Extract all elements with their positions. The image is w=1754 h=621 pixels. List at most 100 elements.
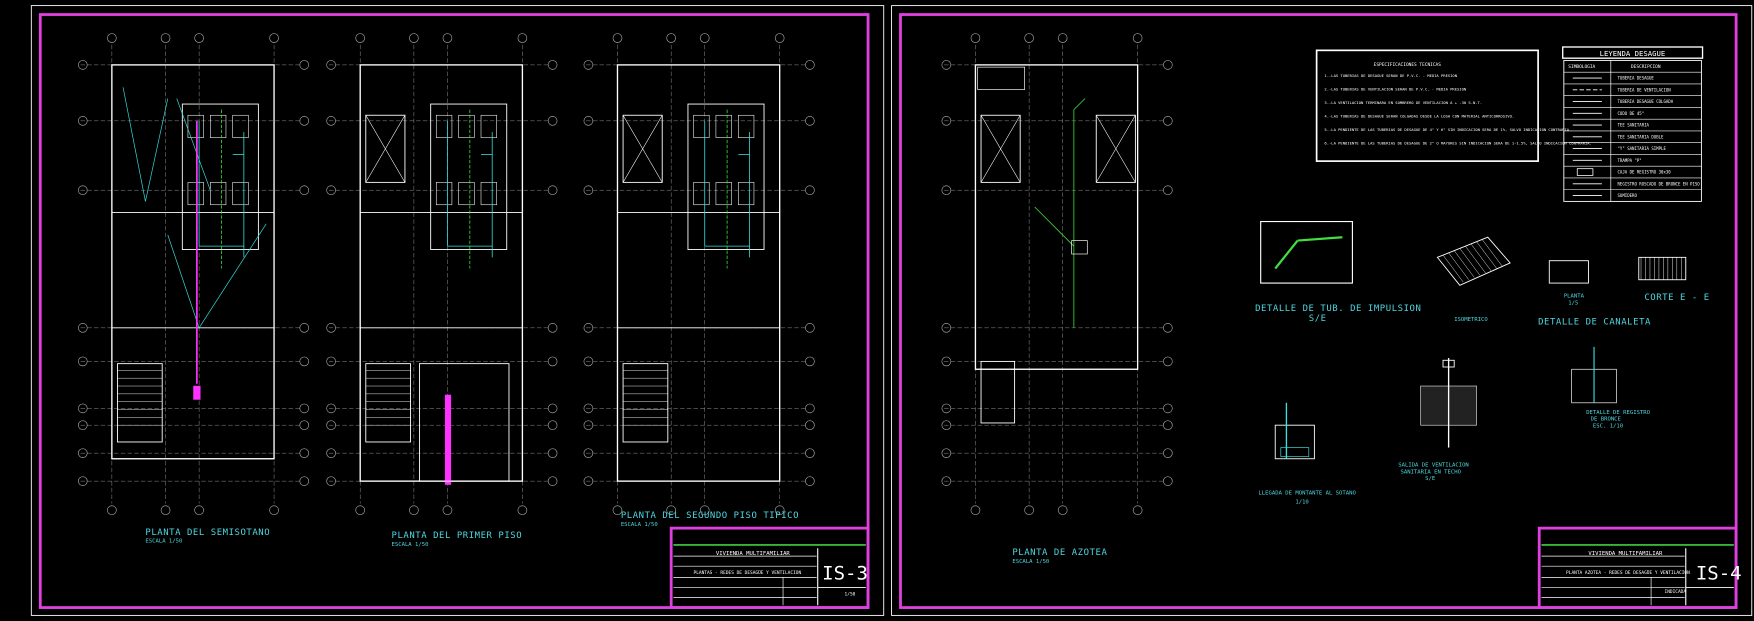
grid-bubble bbox=[583, 403, 594, 414]
legend-row-label: TUBERIA DESAGUE COLGADA bbox=[1618, 99, 1674, 104]
grid-bubble bbox=[299, 323, 310, 333]
grid-bubble bbox=[1163, 323, 1173, 333]
titleblock-scale-2: INDICADA bbox=[1665, 589, 1687, 595]
shaft-x bbox=[1096, 115, 1136, 183]
shaft bbox=[622, 114, 663, 183]
grid-bubble bbox=[1163, 60, 1173, 70]
drain-pipe bbox=[167, 234, 200, 328]
riser-block bbox=[444, 394, 452, 485]
legend-symbol-box-icon bbox=[1576, 168, 1594, 176]
grid-bubble bbox=[107, 33, 117, 43]
grid-bubble bbox=[194, 505, 204, 516]
sheet-is-3: PLANTA DEL SEMISOTANO ESCALA 1/50 PLANTA… bbox=[145, 511, 868, 597]
titleblock-project-2: VIVIENDA MULTIFAMILIAR bbox=[1588, 551, 1663, 557]
shaft bbox=[980, 114, 1021, 183]
plan-scale-primer-piso: ESCALA 1/50 bbox=[392, 542, 429, 548]
grate-bar bbox=[1442, 254, 1464, 283]
plan-scale-azotea: ESCALA 1/50 bbox=[1012, 559, 1049, 565]
grid-bubble bbox=[299, 476, 310, 486]
grid-bubble bbox=[299, 116, 310, 126]
detail-ventilacion-scale: S/E bbox=[1425, 476, 1435, 482]
fixture bbox=[210, 182, 227, 206]
riser-block bbox=[193, 385, 201, 400]
grid-bubble bbox=[612, 505, 623, 516]
grid-bubble bbox=[299, 356, 310, 367]
tank bbox=[977, 66, 1025, 90]
grid-bubble bbox=[547, 420, 558, 431]
detail-impulsion-title: DETALLE DE TUB. DE IMPULSION bbox=[1255, 304, 1421, 314]
sheet-is-4: PLANTA DE AZOTEA ESCALA 1/50 DETALLE DE … bbox=[1012, 46, 1742, 595]
exterior-wall bbox=[974, 64, 1139, 370]
grid-bubble bbox=[583, 448, 594, 458]
grid-bubble bbox=[941, 185, 952, 196]
shaft bbox=[365, 114, 406, 183]
specification-item: 2.-LAS TUBERIAS DE VENTILACION SERAN DE … bbox=[1324, 87, 1466, 92]
grid-bubble bbox=[547, 448, 558, 458]
shaft-x bbox=[365, 115, 406, 183]
legend-row-label: "Y" SANITARIA SIMPLE bbox=[1618, 146, 1667, 151]
fixture bbox=[458, 114, 475, 138]
grid-bubble bbox=[583, 323, 594, 333]
grid-bubble bbox=[547, 403, 558, 414]
fixture bbox=[210, 114, 227, 138]
grid-bubble bbox=[326, 323, 336, 333]
grid-bubble bbox=[442, 33, 453, 43]
plan-scale-semisotano: ESCALA 1/50 bbox=[145, 539, 182, 545]
grid-bubble bbox=[1057, 505, 1068, 516]
grid-bubble bbox=[941, 403, 952, 414]
grid-bubble bbox=[442, 505, 453, 516]
grid-bubble bbox=[774, 505, 785, 516]
stair bbox=[117, 363, 163, 443]
grid-bubble bbox=[77, 185, 88, 196]
stair bbox=[980, 360, 1016, 424]
sheet1-titleblock-frame bbox=[669, 526, 870, 609]
sheet2-outer-border bbox=[891, 5, 1753, 616]
impulsion-pipe bbox=[1274, 239, 1299, 270]
grid-bubble bbox=[805, 116, 815, 126]
detail-planta-scale: 1/5 bbox=[1568, 300, 1578, 306]
grid-bubble bbox=[1163, 476, 1173, 486]
titleblock-project: VIVIENDA MULTIFAMILIAR bbox=[716, 551, 791, 557]
box bbox=[1071, 240, 1088, 255]
grid-bubble bbox=[77, 448, 88, 458]
drain-pipe bbox=[176, 98, 211, 191]
plan-title-azotea: PLANTA DE AZOTEA bbox=[1012, 548, 1107, 558]
titleblock-drawing: PLANTAS - REDES DE DESAGÜE Y VENTILACION bbox=[694, 569, 802, 576]
exterior-wall bbox=[111, 64, 275, 460]
grid-bubble bbox=[583, 356, 594, 367]
grate-bar bbox=[1454, 250, 1475, 278]
grid-bubble bbox=[269, 33, 279, 43]
grate-bar bbox=[1448, 252, 1469, 280]
grid-bubble bbox=[547, 356, 558, 367]
impulsion-pipe bbox=[1297, 236, 1343, 242]
grid-bubble bbox=[326, 420, 336, 431]
sheet2-frame bbox=[899, 13, 1738, 609]
grid-bubble bbox=[1163, 420, 1173, 431]
bathroom-block bbox=[181, 103, 259, 250]
grid-bubble bbox=[299, 185, 310, 196]
detail-ventilacion-line2: SANITARIA EN TECHO bbox=[1401, 469, 1462, 475]
fixture bbox=[435, 114, 453, 138]
titleblock-drawing-2: PLANTA AZOTEA - REDES DE DESAGÜE Y VENTI… bbox=[1566, 569, 1690, 576]
grid-bubble bbox=[355, 505, 366, 516]
grid-bubble bbox=[299, 448, 310, 458]
canal-plan bbox=[1548, 260, 1589, 284]
fixture bbox=[693, 114, 710, 138]
fixture bbox=[738, 182, 755, 206]
grid-bubble bbox=[583, 60, 594, 70]
grid-bubble bbox=[805, 403, 815, 414]
legend-row-label: TEE SANITARIA DOBLE bbox=[1618, 134, 1665, 139]
grid-bubble bbox=[1163, 448, 1173, 458]
fixture bbox=[480, 114, 497, 138]
grid-bubble bbox=[970, 505, 981, 516]
detail-isometrico-title: ISOMETRICO bbox=[1454, 317, 1488, 323]
exterior-wall bbox=[616, 64, 781, 482]
grid-bubble bbox=[160, 505, 171, 516]
canal-section bbox=[1638, 256, 1687, 281]
fixture bbox=[715, 114, 732, 138]
grid-bubble bbox=[77, 420, 88, 431]
specification-item: 6.-LA PENDIENTE DE LAS TUBERIAS DE DESAG… bbox=[1324, 140, 1591, 145]
grid-bubble bbox=[1024, 33, 1034, 43]
